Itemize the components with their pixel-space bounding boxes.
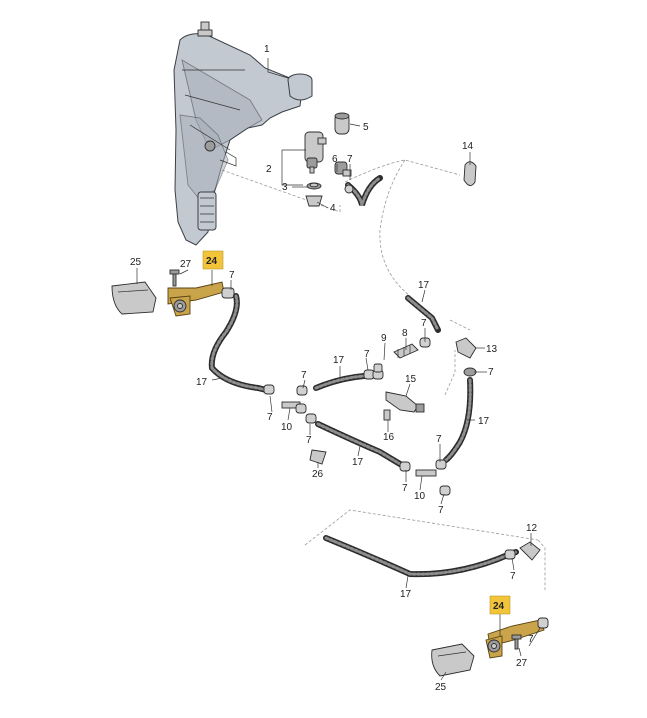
upper-hose-segment [344, 175, 383, 206]
callout-10-left: 10 [281, 422, 293, 433]
callout-26: 26 [312, 469, 324, 480]
fittings [263, 337, 541, 561]
callout-4: 4 [330, 203, 336, 214]
callout-16: 16 [383, 432, 395, 443]
callout-7-upper-right: 7 [421, 318, 427, 329]
hose-network [208, 293, 519, 578]
callout-10-right: 10 [414, 491, 426, 502]
callout-7-lower-right-c: 7 [438, 505, 444, 516]
callout-24-right: 24 [493, 601, 505, 612]
callout-1: 1 [264, 44, 270, 55]
callout-7-bottom: 7 [510, 571, 516, 582]
callout-7-lower-right-b: 7 [436, 434, 442, 445]
callout-7-center: 7 [301, 370, 307, 381]
washer-pump-group [304, 112, 352, 207]
callout-27-right: 27 [516, 658, 528, 669]
callout-27-left: 27 [180, 259, 192, 270]
callout-12: 12 [526, 523, 538, 534]
callout-9: 9 [381, 333, 387, 344]
callout-5: 5 [363, 122, 369, 133]
leader-lines [136, 58, 541, 681]
callout-17-bottom: 17 [400, 589, 412, 600]
callout-17-middle: 17 [333, 355, 345, 366]
callout-7-middle: 7 [364, 349, 370, 360]
callout-2: 2 [266, 164, 272, 175]
callout-25-left: 25 [130, 257, 142, 268]
callout-7-right-nozzle: 7 [528, 634, 534, 645]
callout-7-lower-left: 7 [267, 412, 273, 423]
callout-7-pump: 7 [347, 154, 353, 165]
routing-guides [221, 159, 546, 590]
callout-numbers: 1 2 3 4 5 6 7 14 25 27 24 7 17 8 9 7 17 … [130, 44, 538, 693]
callout-14: 14 [462, 141, 474, 152]
right-nozzle-assembly [431, 617, 549, 677]
callout-8: 8 [402, 328, 408, 339]
callout-24-left: 24 [206, 256, 218, 267]
washer-fluid-reservoir [173, 21, 313, 246]
highlight-box-24-left [202, 250, 224, 270]
callout-6: 6 [332, 154, 338, 165]
callout-13: 13 [486, 344, 498, 355]
callout-7-lower-right-a: 7 [402, 483, 408, 494]
callout-17-right: 17 [478, 416, 490, 427]
callout-17-upper-right: 17 [418, 280, 430, 291]
callout-15: 15 [405, 374, 417, 385]
callout-7-left-nozzle: 7 [229, 270, 235, 281]
callout-25-right: 25 [435, 682, 447, 693]
highlight-box-24-right [489, 595, 511, 615]
left-nozzle-assembly [111, 269, 235, 317]
callout-7-lower-center: 7 [306, 435, 312, 446]
callout-3: 3 [282, 182, 288, 193]
callout-17-left: 17 [196, 377, 208, 388]
callout-17-lower: 17 [352, 457, 364, 468]
callout-7-right-elbow: 7 [488, 367, 494, 378]
reservoir-cap [463, 161, 477, 186]
